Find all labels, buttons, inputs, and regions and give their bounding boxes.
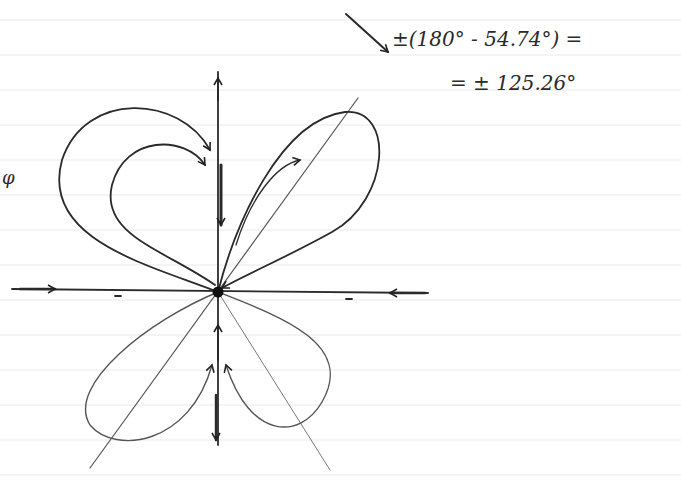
tick-mark xyxy=(346,298,352,300)
vertical-axis xyxy=(217,72,219,445)
diagonal-line xyxy=(218,292,330,470)
axis-arrow xyxy=(20,288,55,290)
fixed-point xyxy=(213,287,224,298)
axis-arrow xyxy=(215,395,217,440)
trajectory xyxy=(218,112,379,292)
trajectory xyxy=(59,108,218,292)
axis-arrow xyxy=(217,325,219,360)
axis-arrow xyxy=(217,78,219,100)
trajectory xyxy=(218,292,330,427)
axis-arrow xyxy=(390,292,425,294)
grid-lines xyxy=(0,20,681,475)
axis-arrow xyxy=(220,165,223,225)
annotation: = ± 125.26° xyxy=(450,72,576,94)
pointer-arrow xyxy=(346,14,388,52)
trajectory xyxy=(236,160,300,245)
trajectory xyxy=(111,145,215,285)
annotation: φ xyxy=(2,168,15,188)
trajectory xyxy=(86,292,218,441)
diagonal-line xyxy=(90,98,358,468)
annotation: ±(180° - 54.74°) = xyxy=(392,28,582,50)
tick-mark xyxy=(115,295,121,297)
